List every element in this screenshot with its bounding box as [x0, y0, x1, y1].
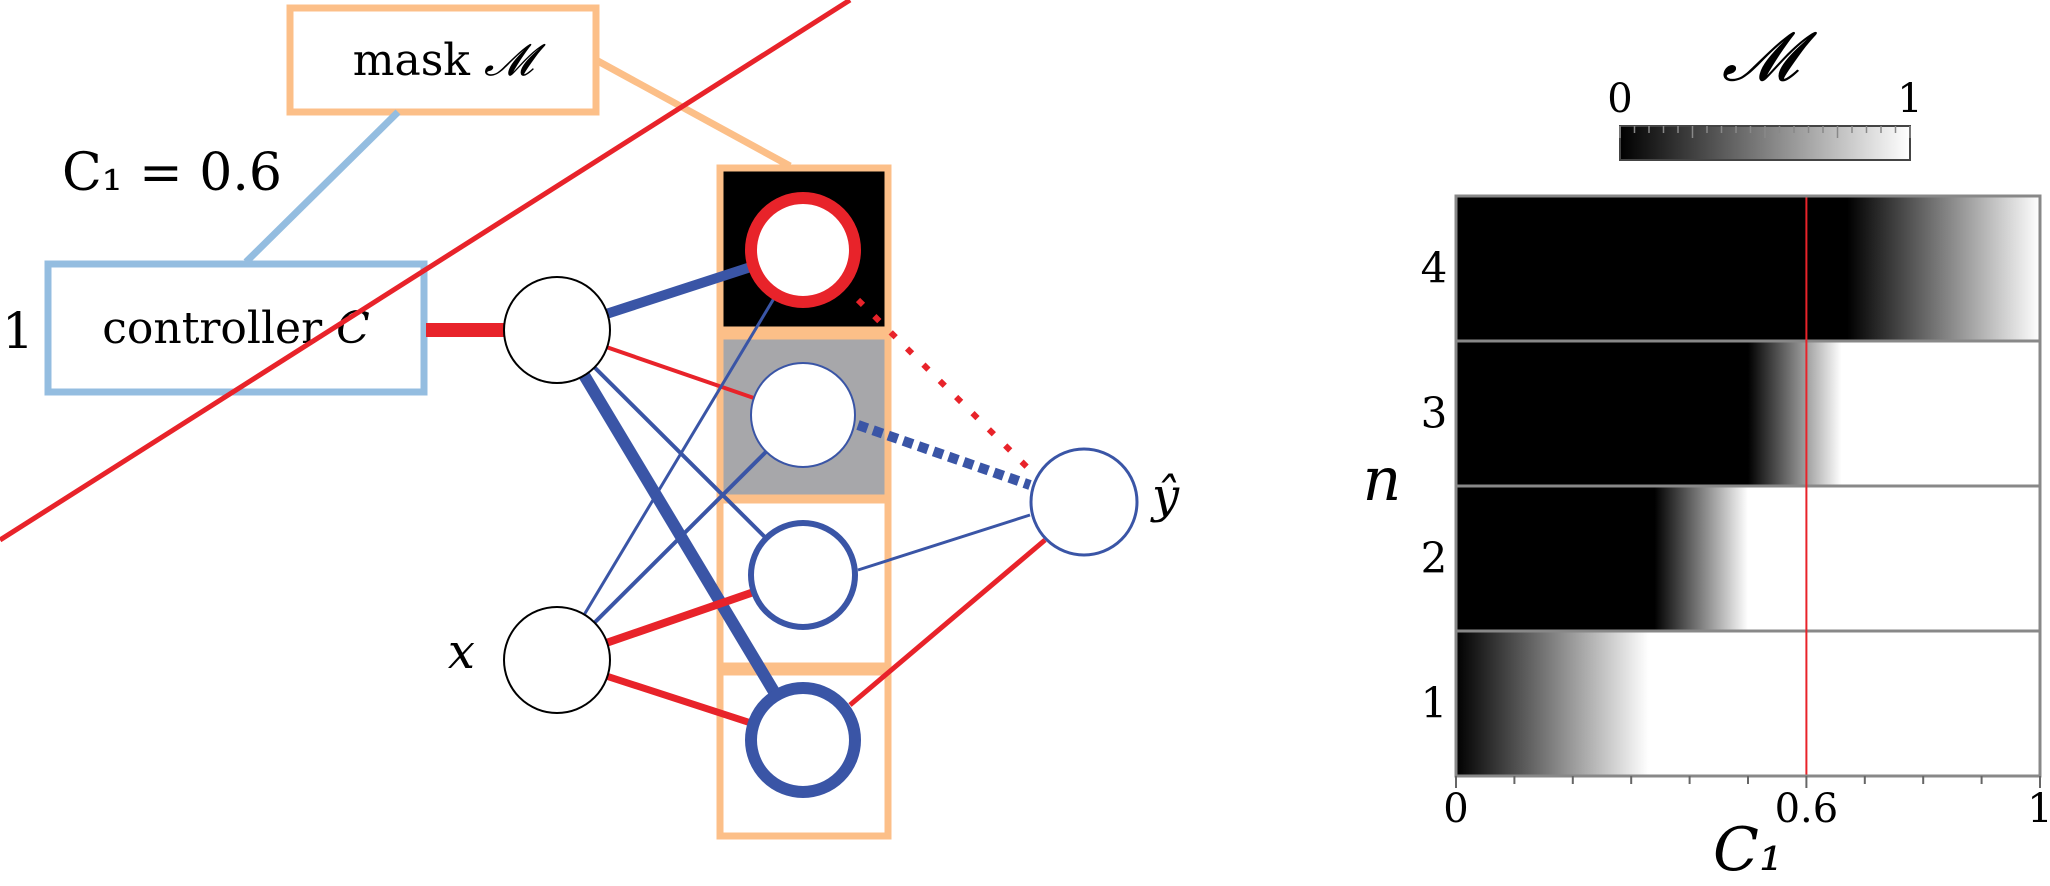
heatmap-chart: 𝓜 0 1 1 2 3 4 0 0.6 1 n C₁ — [1363, 18, 2050, 885]
c1-equation: C₁ = 0.6 — [62, 143, 282, 203]
controller-box — [44, 260, 428, 396]
hidden-node-3 — [748, 520, 858, 630]
network-diagram: mask 𝓜 C₁ = 0.6 controller C 1 — [0, 0, 1180, 840]
input-node-x — [503, 606, 611, 714]
controller-label: controller C — [102, 303, 370, 354]
colorbar-title: 𝓜 — [1722, 18, 1818, 97]
input-label-x: x — [448, 624, 475, 680]
y-tick-label: 3 — [1421, 389, 1448, 438]
x-tick-label: 0.6 — [1775, 786, 1839, 832]
colorbar-max-label: 1 — [1897, 76, 1922, 122]
mask-leader-right — [594, 56, 792, 170]
edge-h1-out — [855, 297, 1033, 473]
y-axis-label: n — [1363, 445, 1402, 515]
output-label: ŷ — [1150, 468, 1180, 524]
hidden-node-1 — [745, 192, 861, 308]
x-axis-label: C₁ — [1713, 815, 1783, 885]
y-tick-label: 4 — [1421, 244, 1448, 293]
hidden-node-4 — [745, 682, 861, 798]
edge-x-h2 — [555, 413, 805, 662]
edge-x-h1 — [555, 249, 805, 661]
edge-h3-out — [857, 513, 1031, 572]
heatmap-row-1 — [1456, 631, 2040, 776]
mask-leader-left — [243, 109, 401, 265]
edge-h2-out — [856, 420, 1032, 490]
mask-box — [286, 4, 600, 116]
heatmap-rows — [1456, 196, 2040, 776]
heatmap-axes: 1 2 3 4 0 0.6 1 — [1421, 244, 2050, 833]
controller-input-label: 1 — [2, 302, 34, 360]
y-tick-label: 2 — [1421, 534, 1448, 583]
hidden-node-2 — [750, 362, 856, 468]
heatmap-row-2 — [1456, 486, 2040, 631]
heatmap-row-3 — [1456, 341, 2040, 486]
mask-label: mask 𝓜 — [353, 35, 546, 86]
heatmap-row-4 — [1456, 196, 2040, 341]
colorbar-ticks — [1619, 126, 1911, 138]
edge-h4-out — [0, 0, 852, 543]
output-node — [1029, 447, 1139, 557]
edge-h4-out-line — [848, 538, 1047, 707]
x-tick-label: 1 — [2027, 786, 2050, 832]
colorbar-min-label: 0 — [1607, 76, 1632, 122]
y-tick-label: 1 — [1421, 679, 1448, 728]
controller-input-node — [503, 276, 611, 384]
x-tick-label: 0 — [1443, 786, 1468, 832]
